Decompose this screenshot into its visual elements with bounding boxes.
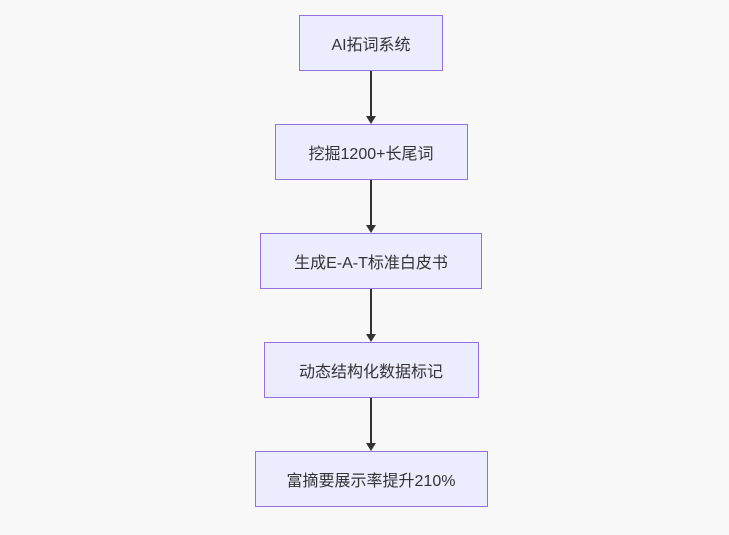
flow-node-mine-longtail-keywords: 挖掘1200+长尾词 (274, 124, 468, 180)
arrow-down-icon (366, 225, 376, 233)
flow-node-generate-eat-whitepaper: 生成E-A-T标准白皮书 (260, 233, 482, 289)
flow-edge-1-2 (364, 71, 378, 124)
edge-line (370, 71, 372, 116)
flow-edge-4-5 (364, 398, 378, 451)
flow-edge-3-4 (364, 289, 378, 342)
edge-line (370, 180, 372, 225)
flow-node-rich-snippet-rate-increase: 富摘要展示率提升210% (254, 451, 488, 507)
edge-line (370, 398, 372, 443)
arrow-down-icon (366, 116, 376, 124)
flow-node-ai-word-expansion-system: AI拓词系统 (299, 15, 443, 71)
edge-line (370, 289, 372, 334)
flow-edge-2-3 (364, 180, 378, 233)
arrow-down-icon (366, 443, 376, 451)
arrow-down-icon (366, 334, 376, 342)
flow-node-dynamic-structured-data-markup: 动态结构化数据标记 (263, 342, 479, 398)
